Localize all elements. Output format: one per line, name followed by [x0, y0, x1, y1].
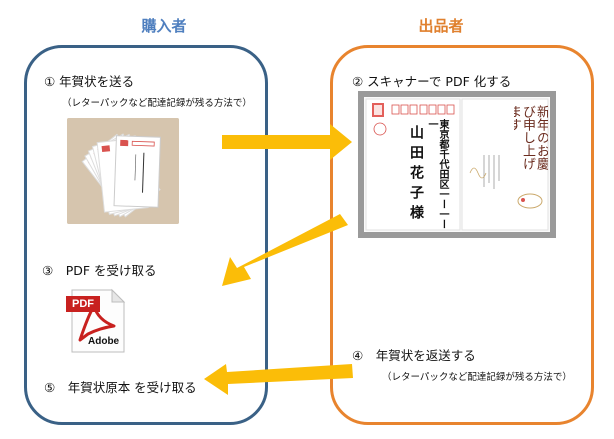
- arrow-return-to-buyer: [204, 364, 353, 395]
- step3-label: ③ PDF を受け取る: [42, 263, 157, 278]
- step2-label: ② スキャナーで PDF 化する: [352, 74, 512, 89]
- arrow-pdf-to-buyer: [222, 214, 348, 286]
- seller-title: 出品者: [418, 17, 464, 35]
- pdf-badge: PDF: [66, 296, 100, 312]
- postcard-stack-photo: [67, 118, 179, 224]
- step1-label: ① 年賀状を送る: [44, 74, 135, 89]
- step4-label: ④ 年賀状を返送する: [352, 348, 476, 363]
- postcard-greeting: 新年のお慶び申し上げます: [514, 105, 548, 170]
- postcard-address: 東京都千代田区一ー一ー一: [426, 119, 448, 229]
- postcard-name: 山田花子様: [408, 125, 424, 225]
- step5-label: ⑤ 年賀状原本 を受け取る: [44, 380, 197, 395]
- adobe-wordmark: Adobe: [88, 336, 120, 347]
- step1-note: （レターパックなど配達記録が残る方法で）: [62, 98, 252, 109]
- arrow-send-to-seller: [222, 124, 352, 160]
- buyer-title: 購入者: [141, 17, 187, 35]
- postcard-back-image: [461, 98, 549, 231]
- buyer-panel: [24, 45, 268, 425]
- seller-panel: [330, 45, 594, 425]
- step4-note: （レターパックなど配達記録が残る方法で）: [382, 372, 572, 383]
- pdf-file-icon: PDF Adobe: [66, 286, 128, 354]
- postcard-front-image: [365, 98, 461, 231]
- postcard-stack-icon: [67, 118, 179, 224]
- scanned-postcard: 東京都千代田区一ー一ー一 山田花子様 新年のお慶び申し上げます: [358, 91, 556, 238]
